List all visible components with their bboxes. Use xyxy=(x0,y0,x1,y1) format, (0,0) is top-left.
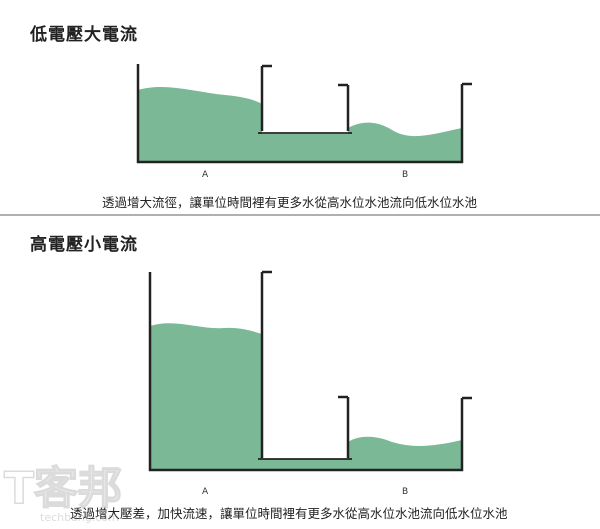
pool-a-water xyxy=(138,86,262,162)
pool-a-label: A xyxy=(202,487,209,497)
section-high-caption: 透過增大壓差，加快流速，讓單位時間裡有更多水從高水位水池流向低水位水池 xyxy=(70,506,508,521)
section-low-title: 低電壓大電流 xyxy=(30,25,138,45)
pool-b-water xyxy=(348,122,462,162)
pool-b-label: B xyxy=(402,170,408,180)
watermark-url: techbang.com xyxy=(40,511,119,524)
low-voltage-diagram: A B xyxy=(136,64,472,180)
pool-a-wall xyxy=(136,64,262,164)
section-divider xyxy=(0,214,600,216)
pool-a-label: A xyxy=(202,170,209,180)
pool-b-water xyxy=(348,436,462,470)
pool-a-water xyxy=(150,323,262,470)
pipe-water xyxy=(262,134,348,162)
section-low-caption: 透過增大流徑，讓單位時間裡有更多水從高水位水池流向低水位水池 xyxy=(102,195,478,210)
pipe-water xyxy=(262,459,348,470)
pool-b-wall xyxy=(348,398,464,472)
watermark-logo-text: T客邦 xyxy=(4,463,122,514)
pool-a-wall xyxy=(148,272,262,472)
pool-b-label: B xyxy=(402,487,408,497)
watermark-logo: T客邦 techbang.com xyxy=(3,462,123,524)
section-high-title: 高電壓小電流 xyxy=(30,235,138,255)
pool-b-wall xyxy=(348,84,464,164)
